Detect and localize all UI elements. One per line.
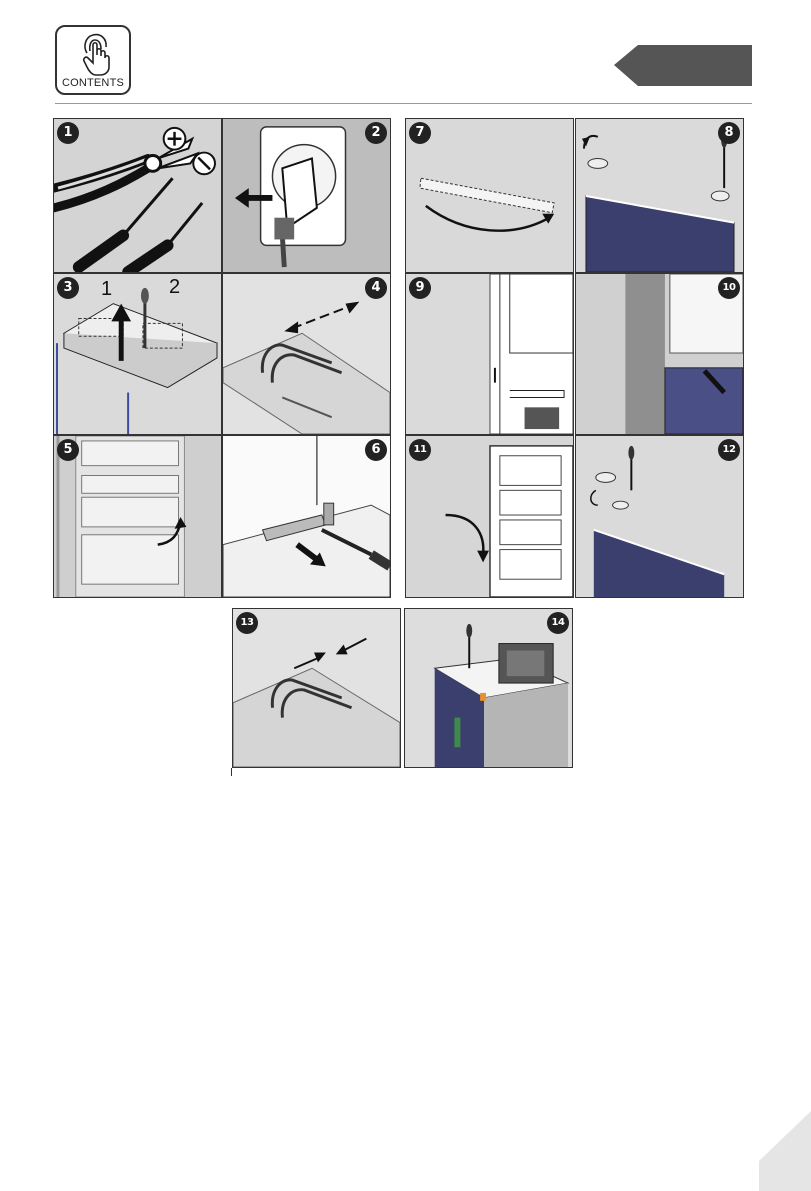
step-badge: 2	[365, 122, 387, 144]
step-14-panel: 14	[404, 608, 573, 768]
step-9-panel: 9	[405, 273, 574, 435]
step-10-panel: 10	[575, 273, 744, 435]
step-badge: 6	[365, 439, 387, 461]
step-badge: 12	[718, 439, 740, 461]
page-mark	[231, 768, 232, 776]
door-screwdriver-illustration	[576, 274, 743, 434]
hinge-refit-illustration	[233, 609, 400, 767]
hinge-bracket-illustration	[406, 119, 573, 272]
page-corner	[759, 1111, 811, 1191]
step-3-label-2: 2	[169, 276, 180, 299]
top-hinge-reassembly-illustration	[576, 436, 743, 597]
step-badge: 5	[57, 439, 79, 461]
step-12-panel: 12	[575, 435, 744, 598]
door-shelves-illustration	[54, 436, 221, 597]
step-badge: 10	[718, 277, 740, 299]
top-cover-illustration	[54, 274, 221, 434]
step-6-panel: 6	[222, 435, 391, 598]
header-divider	[55, 103, 752, 104]
top-cover-refit-illustration	[405, 609, 572, 767]
unplug-illustration	[223, 119, 390, 272]
step-5-panel: 5	[53, 435, 222, 598]
hinge-side-illustration	[406, 274, 573, 434]
contents-button[interactable]: CONTENTS	[55, 25, 131, 95]
step-badge: 14	[547, 612, 569, 634]
step-badge: 4	[365, 277, 387, 299]
hinge-slide-illustration	[223, 274, 390, 434]
step-4-panel: 4	[222, 273, 391, 435]
fridge-interior-illustration	[406, 436, 573, 597]
step-3-label-1: 1	[101, 278, 112, 301]
step-1-panel: 1	[53, 118, 222, 273]
door-top-caps-illustration	[576, 119, 743, 272]
step-7-panel: 7	[405, 118, 574, 273]
step-badge: 7	[409, 122, 431, 144]
step-13-panel: 13	[232, 608, 401, 768]
step-badge: 11	[409, 439, 431, 461]
hinge-removal-illustration	[223, 436, 390, 597]
step-badge: 8	[718, 122, 740, 144]
step-8-panel: 8	[575, 118, 744, 273]
step-badge: 9	[409, 277, 431, 299]
tools-illustration	[54, 119, 221, 272]
step-badge: 3	[57, 277, 79, 299]
step-3-panel: 3 1 2	[53, 273, 222, 435]
step-badge: 13	[236, 612, 258, 634]
touch-hand-icon	[79, 31, 113, 77]
step-11-panel: 11	[405, 435, 574, 598]
step-2-panel: 2	[222, 118, 391, 273]
contents-label: CONTENTS	[57, 77, 129, 89]
language-tab[interactable]	[614, 45, 752, 86]
step-badge: 1	[57, 122, 79, 144]
